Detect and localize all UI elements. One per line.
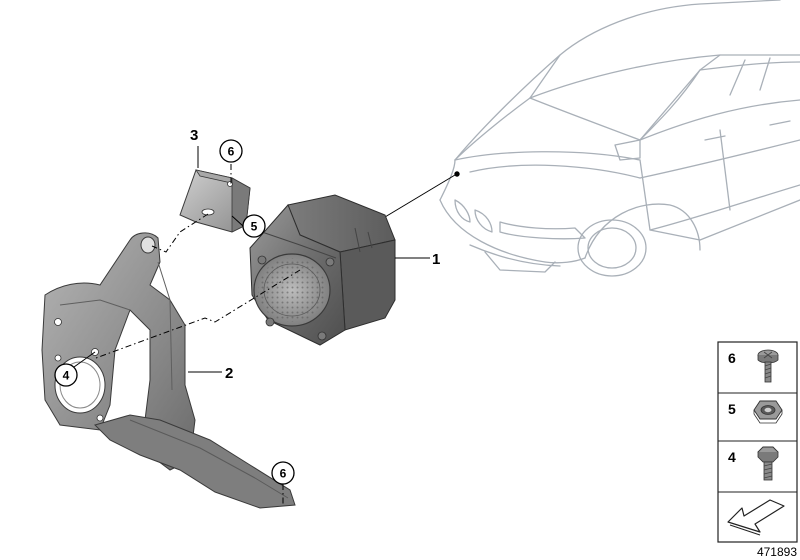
- screw-icon: [757, 349, 779, 383]
- circle-label-6-top: 6: [219, 139, 243, 163]
- nut-icon: [753, 400, 783, 424]
- legend-row-screw: 6: [728, 349, 779, 383]
- circle-number: 5: [251, 220, 258, 234]
- callout-number: 2: [225, 365, 233, 382]
- diagram-id: 471893: [757, 545, 797, 559]
- direction-arrow-icon: [727, 499, 785, 536]
- bolt-icon: [757, 446, 779, 481]
- leader-nut-to-plate: [231, 215, 244, 227]
- car-outline: [439, 0, 800, 277]
- circle-number: 6: [280, 467, 287, 481]
- circle-label-4: 4: [54, 363, 78, 387]
- callout-number: 1: [432, 251, 440, 268]
- legend-number: 4: [728, 449, 736, 465]
- circle-label-5: 5: [242, 214, 266, 238]
- hardware-legend: 6 5 4: [717, 341, 798, 543]
- callout-number: 3: [190, 127, 198, 144]
- legend-row-nut: 5: [728, 400, 783, 424]
- legend-number: 6: [728, 350, 736, 366]
- circle-number: 6: [228, 145, 235, 159]
- callout-2-bracket: 2: [188, 365, 233, 382]
- legend-number: 5: [728, 401, 736, 417]
- leader-bolt-to-bracket: [73, 351, 96, 368]
- callout-1-speaker: 1: [395, 251, 440, 268]
- circle-number: 4: [63, 369, 70, 383]
- legend-row-bolt: 4: [728, 446, 779, 481]
- assembly-lines: [95, 164, 301, 505]
- leader-speaker-to-car: [384, 171, 460, 218]
- mounting-bracket: [41, 232, 296, 509]
- speaker-unit: [249, 194, 396, 346]
- circle-label-6-bottom: 6: [271, 461, 295, 485]
- callout-3-cover-plate: 3: [190, 127, 199, 168]
